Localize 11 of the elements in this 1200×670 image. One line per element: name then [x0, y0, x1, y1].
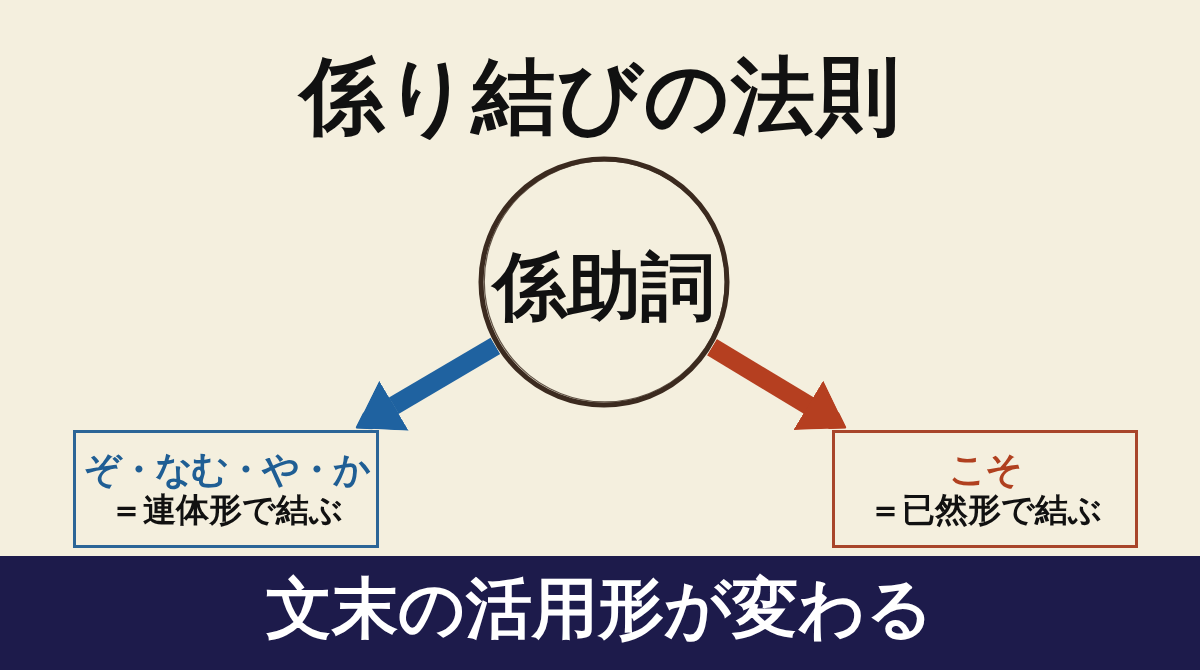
band-text: 文末の活用形が変わる	[266, 572, 934, 646]
word-circle	[478, 156, 730, 408]
box-text: ＝已然形で結ぶ	[868, 492, 1102, 530]
box-heading: ぞ・なむ・や・か	[83, 448, 369, 491]
circle-label: 係助詞	[493, 244, 715, 328]
info-box	[832, 430, 1138, 548]
title: 係り結びの法則	[299, 54, 901, 138]
box-heading: こそ	[949, 448, 1021, 491]
box-text: ＝連体形で結ぶ	[109, 492, 343, 530]
footer-band	[0, 556, 1200, 670]
info-box	[73, 430, 379, 548]
